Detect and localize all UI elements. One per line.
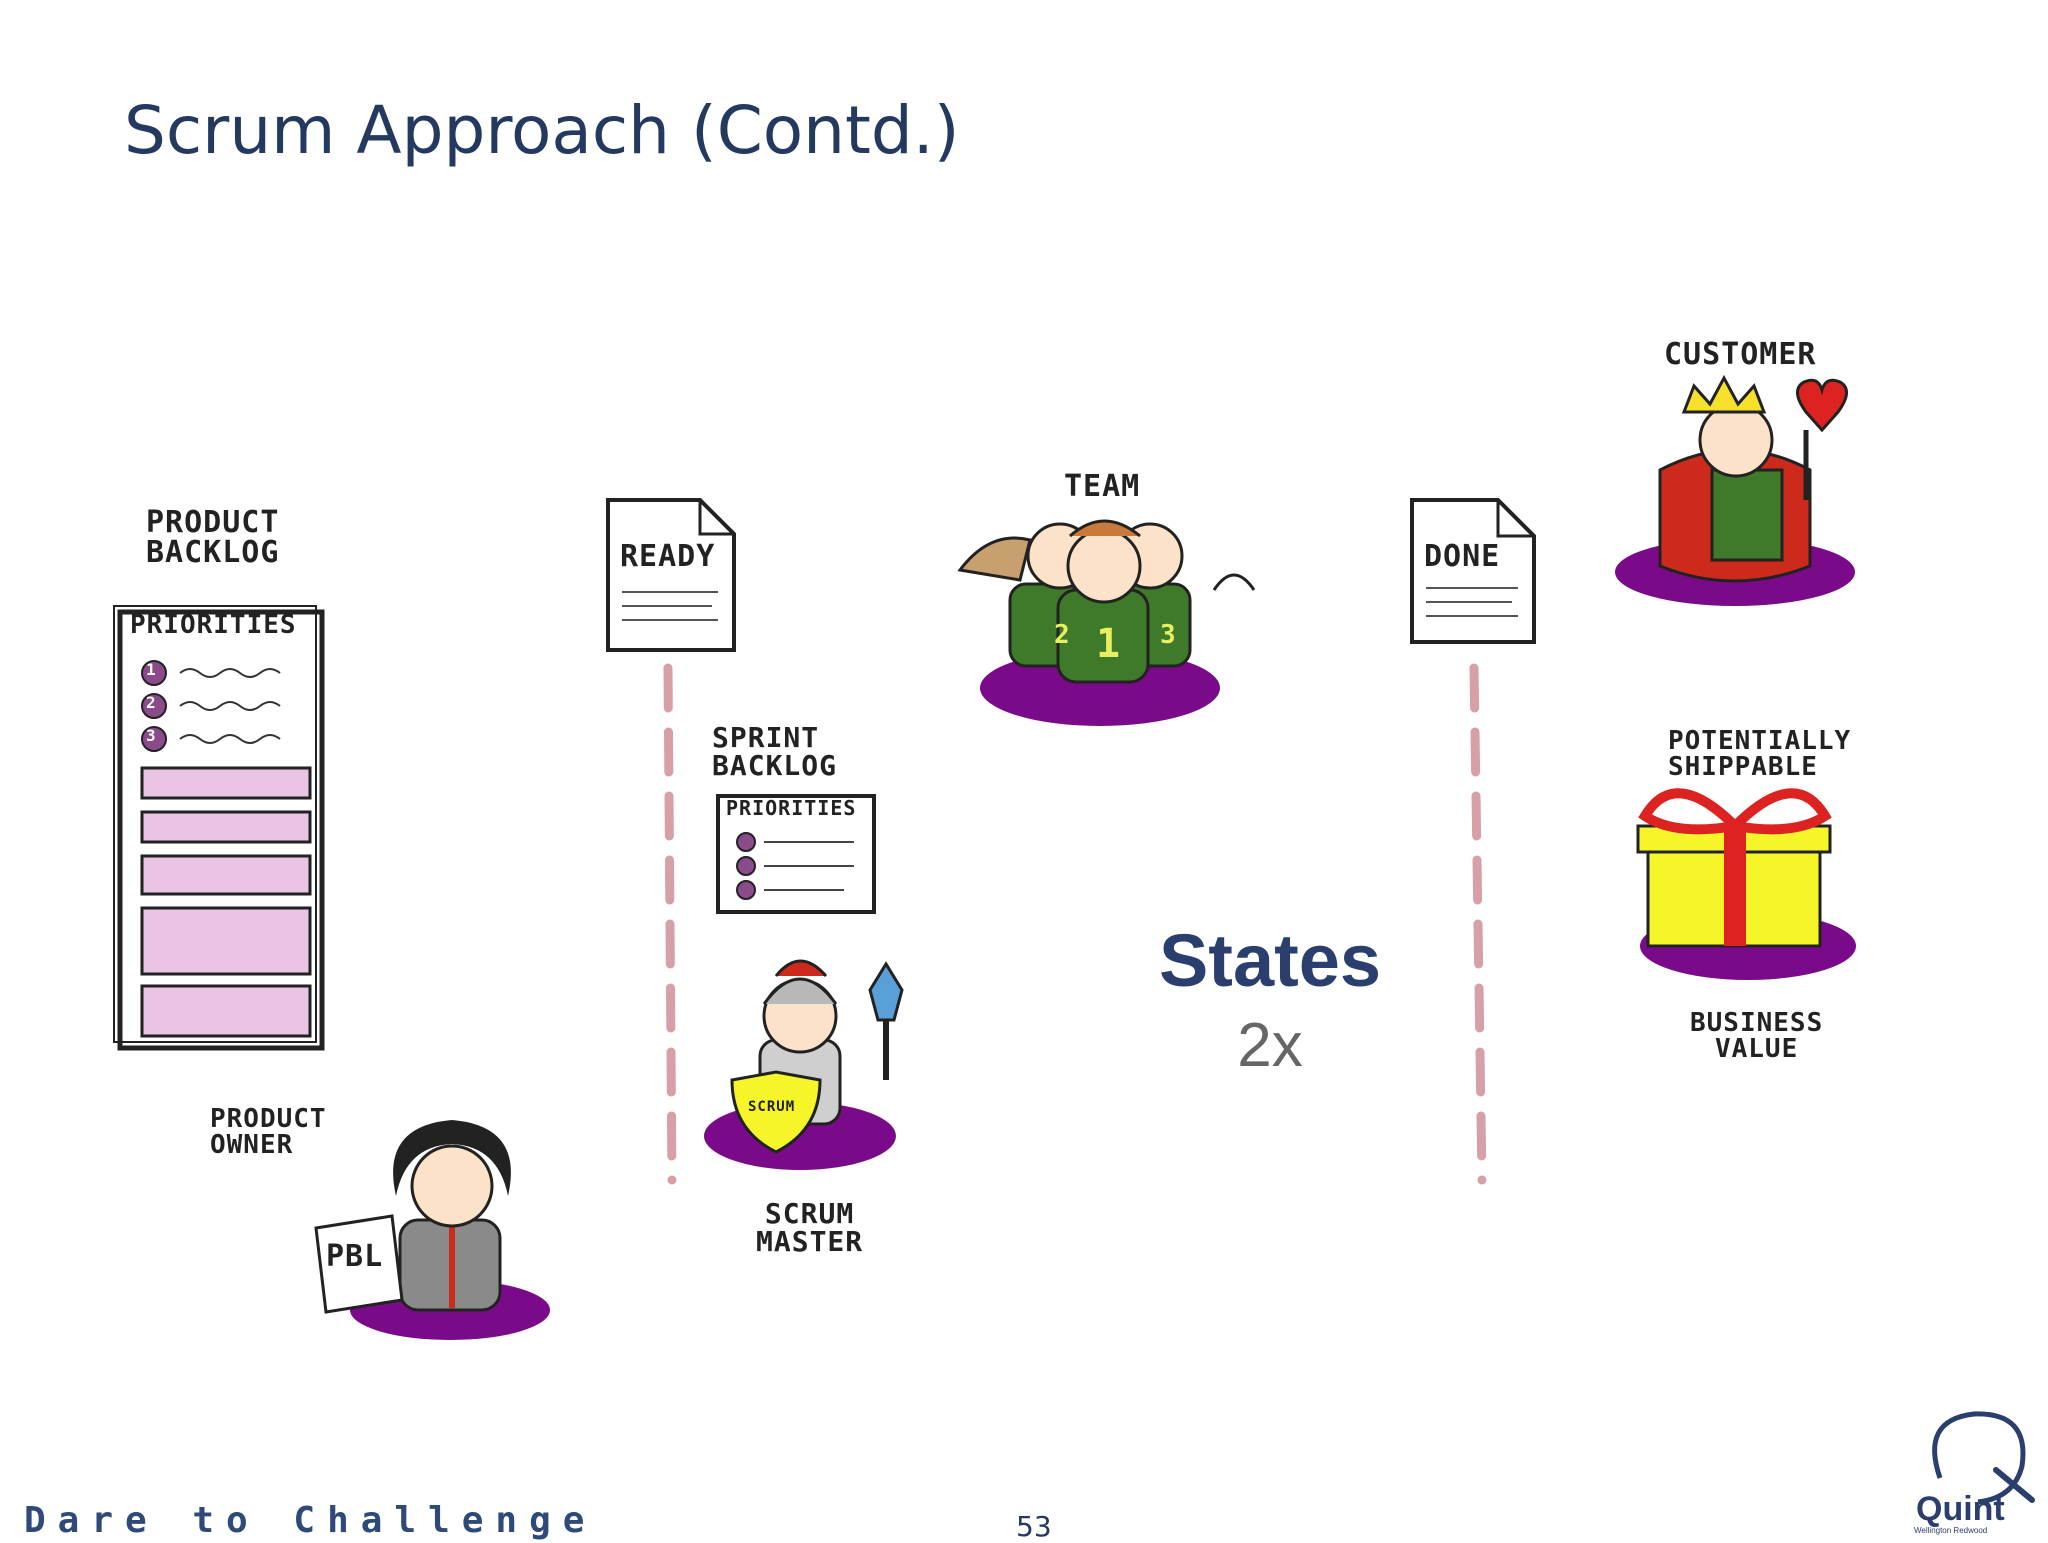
product-owner-illustration	[314, 1120, 550, 1340]
pbl-label: PBL	[326, 1239, 384, 1274]
customer-label: CUSTOMER	[1664, 337, 1817, 372]
page-title: Scrum Approach (Contd.)	[124, 92, 960, 169]
priority-number-1: 1	[146, 660, 157, 679]
separator-done	[1469, 663, 1487, 1185]
logo-name: Quint	[1916, 1490, 2005, 1528]
jersey-number-3: 3	[1160, 620, 1177, 650]
priority-number-3: 3	[146, 726, 157, 745]
priority-number-2: 2	[146, 693, 157, 712]
scrum-master-illustration	[704, 959, 904, 1170]
customer-illustration	[1615, 374, 1855, 606]
scrum-shield-label: SCRUM	[748, 1099, 796, 1115]
ready-label: READY	[620, 539, 716, 574]
done-label: DONE	[1424, 539, 1501, 574]
footer-slogan: Dare to Challenge	[24, 1500, 597, 1541]
jersey-number-1: 1	[1096, 621, 1122, 667]
team-label: TEAM	[1064, 469, 1141, 504]
gift-illustration	[1636, 788, 1856, 980]
done-document	[1410, 498, 1536, 644]
priorities-main-label: PRIORITIES	[130, 610, 297, 640]
sprint-backlog-board	[716, 794, 876, 914]
jersey-number-2: 2	[1054, 620, 1071, 650]
logo-subtitle: Wellington Redwood	[1914, 1526, 1988, 1535]
page-number: 53	[1016, 1510, 1052, 1543]
states-title: States	[1158, 919, 1382, 1002]
product-backlog-board	[113, 605, 325, 1051]
priorities-sprint-label: PRIORITIES	[726, 796, 857, 820]
ready-document	[606, 498, 736, 652]
states-multiplier: 2x	[1237, 1011, 1303, 1080]
separator-ready	[663, 663, 677, 1185]
team-illustration	[957, 519, 1256, 726]
